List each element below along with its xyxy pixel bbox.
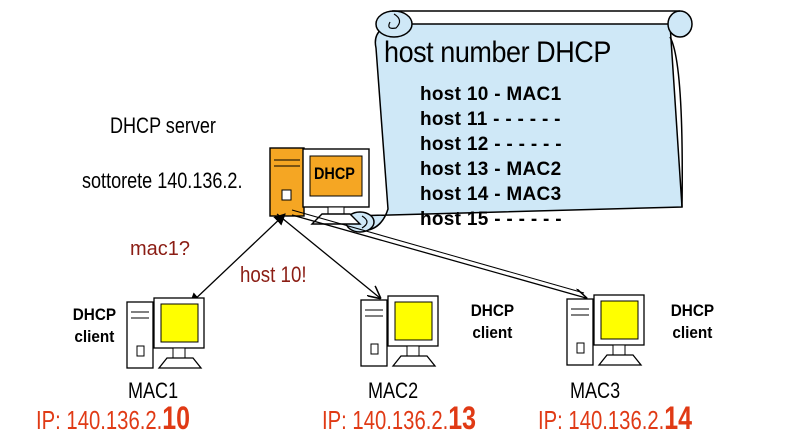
client-label-line1: DHCP	[72, 305, 117, 324]
client-mac-1: MAC1	[128, 378, 179, 403]
client-label-line2: client	[472, 323, 513, 342]
ip-prefix: IP: 140.136.2.	[36, 405, 163, 435]
ip-host-number: 13	[448, 400, 477, 436]
client-label-line1: DHCP	[470, 301, 515, 320]
client-mac-3: MAC3	[570, 378, 621, 403]
ip-prefix: IP: 140.136.2.	[538, 405, 665, 435]
host-table-row: host 11 - - - - - -	[420, 109, 561, 130]
client-label-line2: client	[672, 323, 713, 342]
host-table-scroll	[345, 10, 693, 233]
client-pc-3	[566, 294, 645, 366]
client-label-2: DHCP client	[460, 300, 525, 344]
host-table-row: host 13 - MAC2	[420, 159, 562, 180]
client-pc-1	[126, 297, 205, 369]
ip-host-number: 14	[664, 400, 693, 436]
host-table-row: host 14 - MAC3	[420, 184, 562, 205]
host-table-row: host 15 - - - - - -	[420, 209, 562, 230]
client-ip-2: IP: 140.136.2.13	[322, 400, 476, 437]
reply-message: host 10!	[240, 262, 307, 287]
request-message: mac1?	[130, 238, 191, 260]
host-table-title: host number DHCP	[384, 36, 611, 69]
server-title: DHCP server	[110, 113, 216, 138]
host-table-row: host 12 - - - - - -	[420, 134, 562, 155]
server-monitor-label: DHCP	[314, 164, 355, 183]
client-pc-2	[360, 295, 439, 367]
host-table-row: host 10 - MAC1	[420, 84, 562, 105]
client-ip-1: IP: 140.136.2.10	[36, 400, 190, 437]
server-subnet: sottorete 140.136.2.	[82, 168, 243, 193]
ip-host-number: 10	[162, 400, 191, 436]
client-mac-2: MAC2	[368, 378, 419, 403]
client-label-3: DHCP client	[660, 300, 725, 344]
message-arrows	[189, 209, 586, 305]
ip-prefix: IP: 140.136.2.	[322, 405, 449, 435]
client-label-line2: client	[74, 327, 115, 346]
dhcp-server-pc	[269, 147, 370, 225]
client-label-1: DHCP client	[62, 304, 127, 348]
client-label-line1: DHCP	[670, 301, 715, 320]
client-ip-3: IP: 140.136.2.14	[538, 400, 692, 437]
